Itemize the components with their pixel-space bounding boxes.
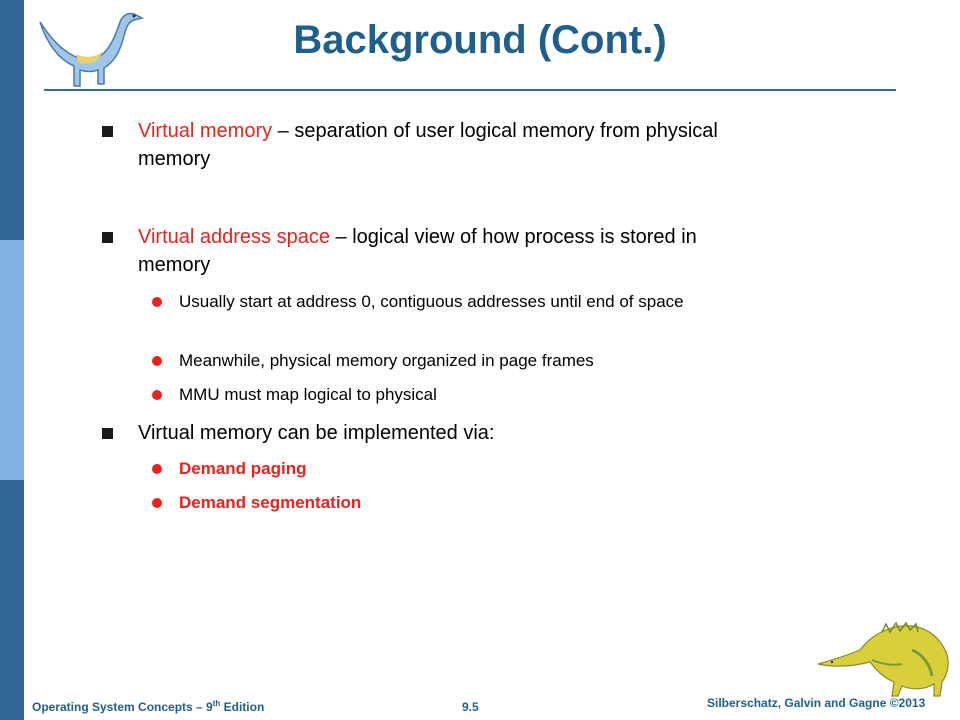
bullet-text: – separation of user logical memory from… (138, 120, 718, 170)
round-bullet-icon (152, 356, 162, 366)
bar-segment-top (0, 0, 24, 240)
bar-segment-middle (0, 240, 24, 480)
footer-book-title: Operating System Concepts – 9th Edition (32, 699, 265, 715)
square-bullet-icon (102, 126, 113, 137)
sub-bullet-page-frames: Meanwhile, physical memory organized in … (152, 349, 762, 373)
dinosaur-logo-icon (817, 621, 949, 697)
bar-segment-bottom (0, 480, 24, 720)
slide-title: Background (Cont.) (293, 18, 667, 62)
bullet-term: Virtual address space (138, 226, 330, 248)
round-bullet-icon (152, 390, 162, 400)
round-bullet-icon (152, 498, 162, 508)
round-bullet-icon (152, 464, 162, 474)
footer-page-number: 9.5 (462, 700, 479, 714)
bullet-virtual-address-space: Virtual address space – logical view of … (102, 223, 772, 279)
sub-bullet-start-address: Usually start at address 0, contiguous a… (152, 290, 762, 314)
round-bullet-icon (152, 297, 162, 307)
square-bullet-icon (102, 428, 113, 439)
bullet-term: Virtual memory (138, 120, 273, 142)
bullet-text: – logical view of how process is stored … (138, 226, 697, 276)
title-divider (44, 89, 896, 91)
bullet-virtual-memory: Virtual memory – separation of user logi… (102, 117, 772, 173)
bullet-implementation: Virtual memory can be implemented via: (102, 419, 772, 447)
sub-bullet-demand-paging: Demand paging (152, 457, 762, 481)
sub-bullet-demand-segmentation: Demand segmentation (152, 491, 762, 515)
left-decorative-bar (0, 0, 24, 720)
footer-copyright: Silberschatz, Galvin and Gagne ©2013 (707, 696, 926, 710)
dinosaur-logo-icon (39, 12, 145, 87)
sub-bullet-mmu: MMU must map logical to physical (152, 383, 762, 407)
square-bullet-icon (102, 232, 113, 243)
